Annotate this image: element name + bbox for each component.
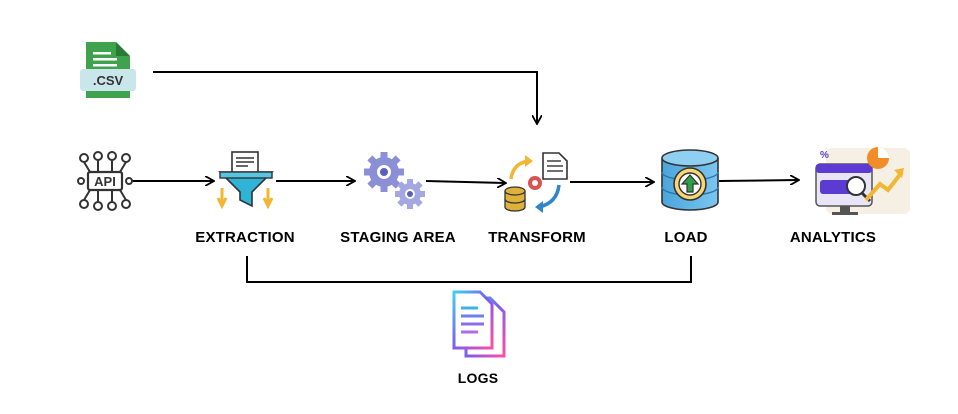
csv-to-transform-arrow	[153, 71, 537, 123]
csv-file-icon: .CSV	[80, 42, 136, 98]
staging-to-transform-arrow	[425, 181, 505, 183]
logs-label: LOGS	[457, 370, 499, 386]
stage-label-extraction: EXTRACTION	[195, 229, 295, 246]
logs-bracket-line	[246, 256, 692, 283]
api-text: API	[94, 174, 116, 189]
gears-icon	[364, 152, 425, 209]
transform-cycle-icon	[504, 152, 568, 213]
stage-label-analytics: ANALYTICS	[789, 229, 877, 246]
analytics-dashboard-icon: %	[815, 147, 910, 215]
log-documents-icon	[452, 290, 506, 358]
stage-label-staging-area: STAGING AREA	[340, 229, 456, 246]
api-network-icon: API	[77, 151, 133, 211]
connectors	[131, 71, 798, 283]
funnel-document-icon	[216, 151, 274, 210]
svg-text:%: %	[820, 150, 829, 161]
stage-label-transform: TRANSFORM	[488, 229, 586, 246]
database-upload-icon	[661, 149, 719, 211]
stage-label-load: LOAD	[664, 229, 708, 246]
load-to-analytics-arrow	[718, 180, 798, 181]
csv-badge-text: .CSV	[93, 73, 124, 88]
